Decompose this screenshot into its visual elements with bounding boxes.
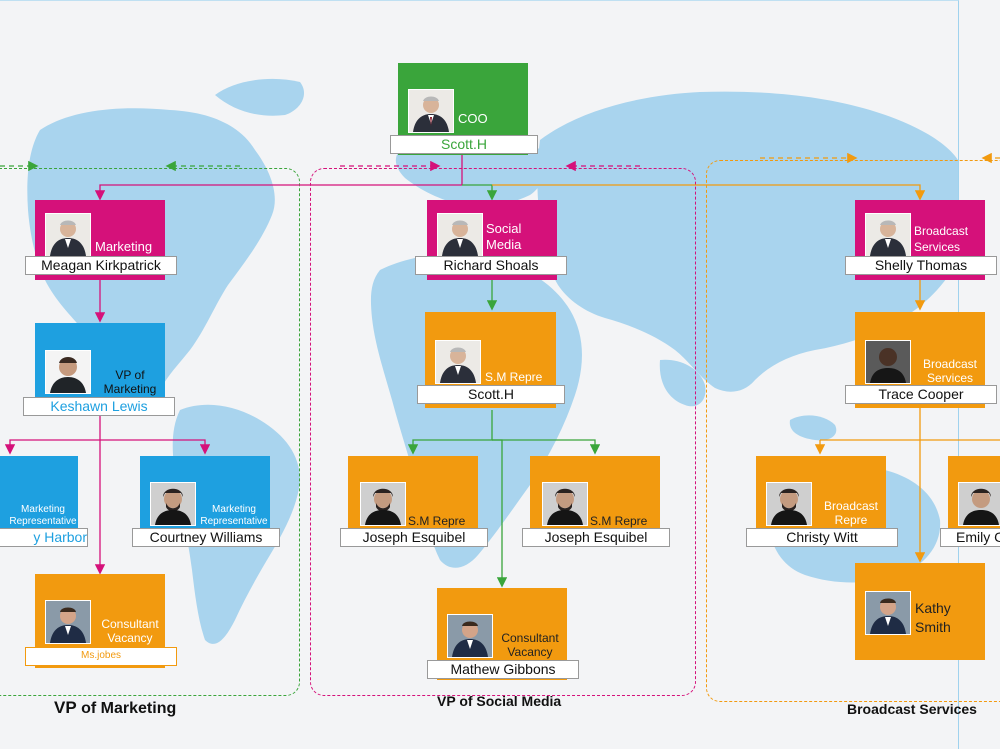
broadcast-christy-name: Christy Witt (746, 528, 898, 547)
older-man-photo (865, 213, 911, 257)
coo-to-broadcast-line (492, 184, 926, 201)
broadcast-trace-name: Trace Cooper (845, 385, 997, 404)
marketing-group-border (0, 168, 300, 696)
consultant-vacancy-marketing-name: Ms.jobes (25, 647, 177, 666)
consultant-vacancy-social-name: Mathew Gibbons (427, 660, 579, 679)
older-man-photo (435, 340, 481, 384)
bearded-man-photo (360, 482, 406, 526)
consultant-vacancy-marketing-role: Consultant Vacancy (101, 617, 159, 645)
sm-repre-joseph-2-node[interactable]: S.M Repre Joseph Esquibel (522, 456, 670, 547)
broadcast-christy-node[interactable]: Broadcast Repre Christy Witt (746, 456, 898, 547)
smrep-to-sm2-line (492, 439, 601, 455)
consultant-vacancy-marketing-node[interactable]: Consultant Vacancy Ms.jobes (25, 574, 177, 668)
coo-name: Scott.H (390, 135, 538, 154)
dark-man-photo (865, 340, 911, 384)
marketing-rep-1-role: Marketing Representative (9, 504, 77, 527)
marketing-group-label-rest: of Marketing (76, 700, 177, 717)
smrep-to-sm1-line (407, 410, 493, 455)
older-man-photo (408, 89, 454, 133)
marketing-rep-2-name: Courtney Williams (132, 528, 280, 547)
marketing-name: Meagan Kirkpatrick (25, 256, 177, 275)
broadcast-kathy-role: Kathy Smith (915, 600, 951, 635)
broadcast-emily-node[interactable]: Emily C (940, 456, 1000, 547)
sm-repre-node[interactable]: S.M Repre Scott.H (417, 312, 565, 408)
sm-repre-joseph-2-role: S.M Repre (590, 514, 648, 528)
older-man-photo (45, 213, 91, 257)
asia-shape (537, 91, 958, 392)
vp-marketing-name: Keshawn Lewis (23, 397, 175, 416)
sm-repre-joseph-1-name: Joseph Esquibel (340, 528, 488, 547)
coo-role: COO (458, 111, 488, 126)
vp-to-mr1-line (4, 416, 101, 455)
sm-repre-joseph-1-node[interactable]: S.M Repre Joseph Esquibel (340, 456, 488, 547)
marketing-role: Marketing (95, 239, 153, 254)
suit-man-photo (447, 614, 493, 658)
vp-marketing-node[interactable]: VP of Marketing Keshawn Lewis (23, 323, 175, 416)
marketing-group-label-vp: VP (54, 698, 77, 717)
broadcast-services-role: Broadcast Services (914, 224, 969, 254)
marketing-node[interactable]: Marketing Meagan Kirkpatrick (25, 200, 177, 280)
broadcast-group-label: Broadcast Services (847, 701, 977, 717)
broadcast-christy-role: Broadcast Repre (823, 499, 879, 527)
broadcast-kathy-node[interactable]: Kathy Smith (855, 563, 985, 660)
social-group-label: VP of Social Media (437, 693, 562, 709)
broadcast-services-name: Shelly Thomas (845, 256, 997, 275)
suit-man-photo (865, 591, 911, 635)
broadcast-services-node[interactable]: Broadcast Services Shelly Thomas (845, 200, 997, 280)
greenland-shape (215, 78, 305, 116)
coo-to-marketing-line (94, 184, 462, 201)
consultant-vacancy-social-role: Consultant Vacancy (501, 631, 559, 659)
marketing-group-label: VP of Marketing (54, 698, 176, 718)
coo-to-social-line (462, 184, 498, 201)
vp-marketing-role: VP of Marketing (103, 368, 157, 396)
bearded-man-photo (542, 482, 588, 526)
marketing-rep-1-name: y Harbor (0, 528, 88, 547)
young-man-photo (45, 350, 91, 394)
broadcast-emily-name: Emily C (940, 528, 1000, 547)
social-media-name: Richard Shoals (415, 256, 567, 275)
marketing-rep-1-node[interactable]: Marketing Representative y Harbor (0, 456, 88, 547)
indonesia-shape (789, 415, 837, 441)
social-media-group-border (310, 168, 696, 696)
smrep-to-consultant-line (492, 439, 508, 588)
marketing-rep-2-role: Marketing Representative (200, 504, 268, 527)
coo-node[interactable]: COO Scott.H (390, 63, 538, 155)
sm-repre-joseph-2-name: Joseph Esquibel (522, 528, 670, 547)
bearded-man-photo (150, 482, 196, 526)
marketing-rep-2-node[interactable]: Marketing Representative Courtney Willia… (132, 456, 280, 547)
broadcast-trace-role: Broadcast Services (922, 357, 978, 385)
sm-repre-role: S.M Repre (485, 370, 543, 384)
vp-to-mr2-line (100, 439, 211, 455)
bearded-man-photo (766, 482, 812, 526)
bearded-man-photo (958, 482, 1000, 526)
social-media-node[interactable]: Social Media Richard Shoals (415, 200, 567, 280)
consultant-vacancy-social-node[interactable]: Consultant Vacancy Mathew Gibbons (427, 588, 579, 680)
sm-repre-joseph-1-role: S.M Repre (408, 514, 466, 528)
sm-repre-name: Scott.H (417, 385, 565, 404)
india-shape (659, 359, 706, 407)
broadcast-trace-node[interactable]: Broadcast Services Trace Cooper (845, 312, 997, 408)
older-man-photo (437, 213, 483, 257)
social-media-role: Social Media (486, 221, 522, 252)
suit-man-photo (45, 600, 91, 644)
